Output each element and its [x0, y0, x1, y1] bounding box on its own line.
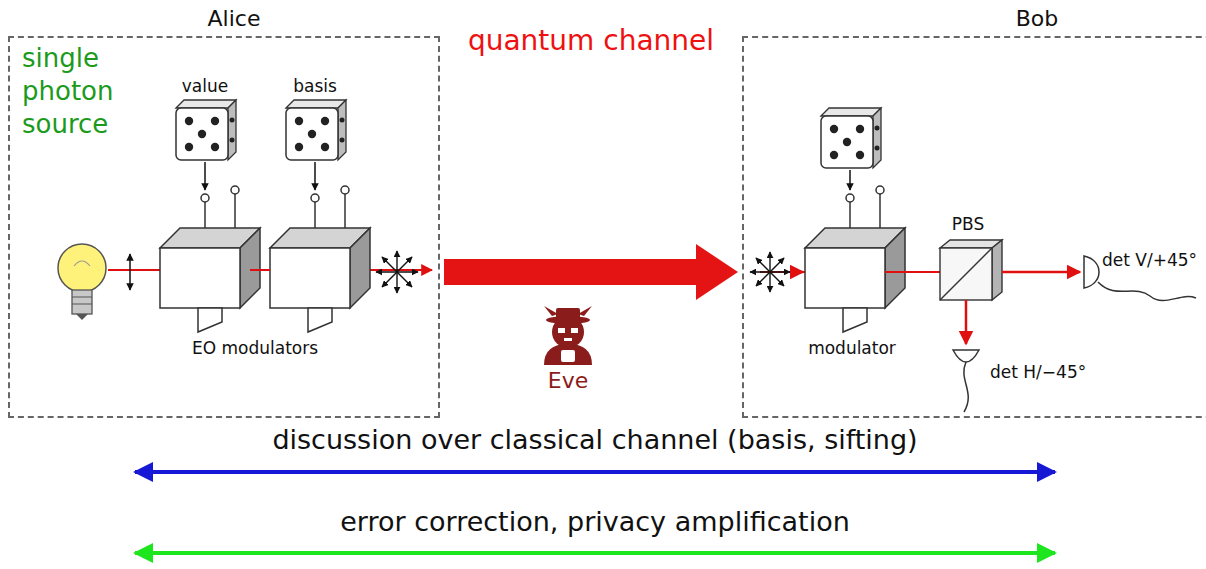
polarization-star	[376, 251, 418, 293]
dice	[286, 100, 346, 160]
eavesdropper-label: Eve	[548, 368, 588, 394]
light-beam	[108, 269, 432, 271]
component-label: EO modulators	[192, 338, 318, 358]
light-bulb	[58, 244, 106, 320]
eo-modulator	[160, 186, 260, 332]
light-beam	[965, 300, 968, 344]
alice-optics	[58, 100, 432, 332]
polarization-arrow	[129, 254, 131, 290]
channel-label: discussion over classical channel (basis…	[272, 424, 917, 456]
dice	[821, 108, 881, 168]
dice	[176, 100, 236, 160]
control-arrow	[314, 162, 316, 190]
dice-label: value	[182, 76, 228, 96]
light-beam	[1002, 271, 1080, 274]
component-label: modulator	[808, 338, 896, 358]
channel-label: quantum channel	[468, 24, 714, 58]
control-arrow	[204, 162, 206, 190]
pbs-cube	[940, 240, 1002, 300]
dice-label: basis	[293, 76, 337, 96]
control-arrow	[849, 170, 851, 190]
party-heading: Bob	[1016, 6, 1059, 32]
light-beam	[885, 271, 940, 273]
source-label: single photon source	[22, 42, 162, 141]
light-beam	[250, 269, 270, 271]
detector-label: det V/+45°	[1102, 250, 1197, 270]
eo-modulator	[270, 186, 370, 332]
component-label: PBS	[952, 214, 984, 234]
detector-label: det H/−45°	[990, 362, 1086, 382]
classical-channel-arrow	[135, 551, 1055, 555]
channel-label: error correction, privacy amplification	[340, 506, 850, 538]
eve-icon	[544, 306, 592, 365]
party-heading: Alice	[208, 6, 261, 32]
channel-arrow	[444, 244, 738, 300]
light-beam	[790, 271, 803, 274]
modulator	[805, 186, 905, 332]
detector	[953, 350, 979, 412]
classical-channel-arrow	[135, 470, 1055, 474]
polarization-star	[750, 252, 790, 292]
